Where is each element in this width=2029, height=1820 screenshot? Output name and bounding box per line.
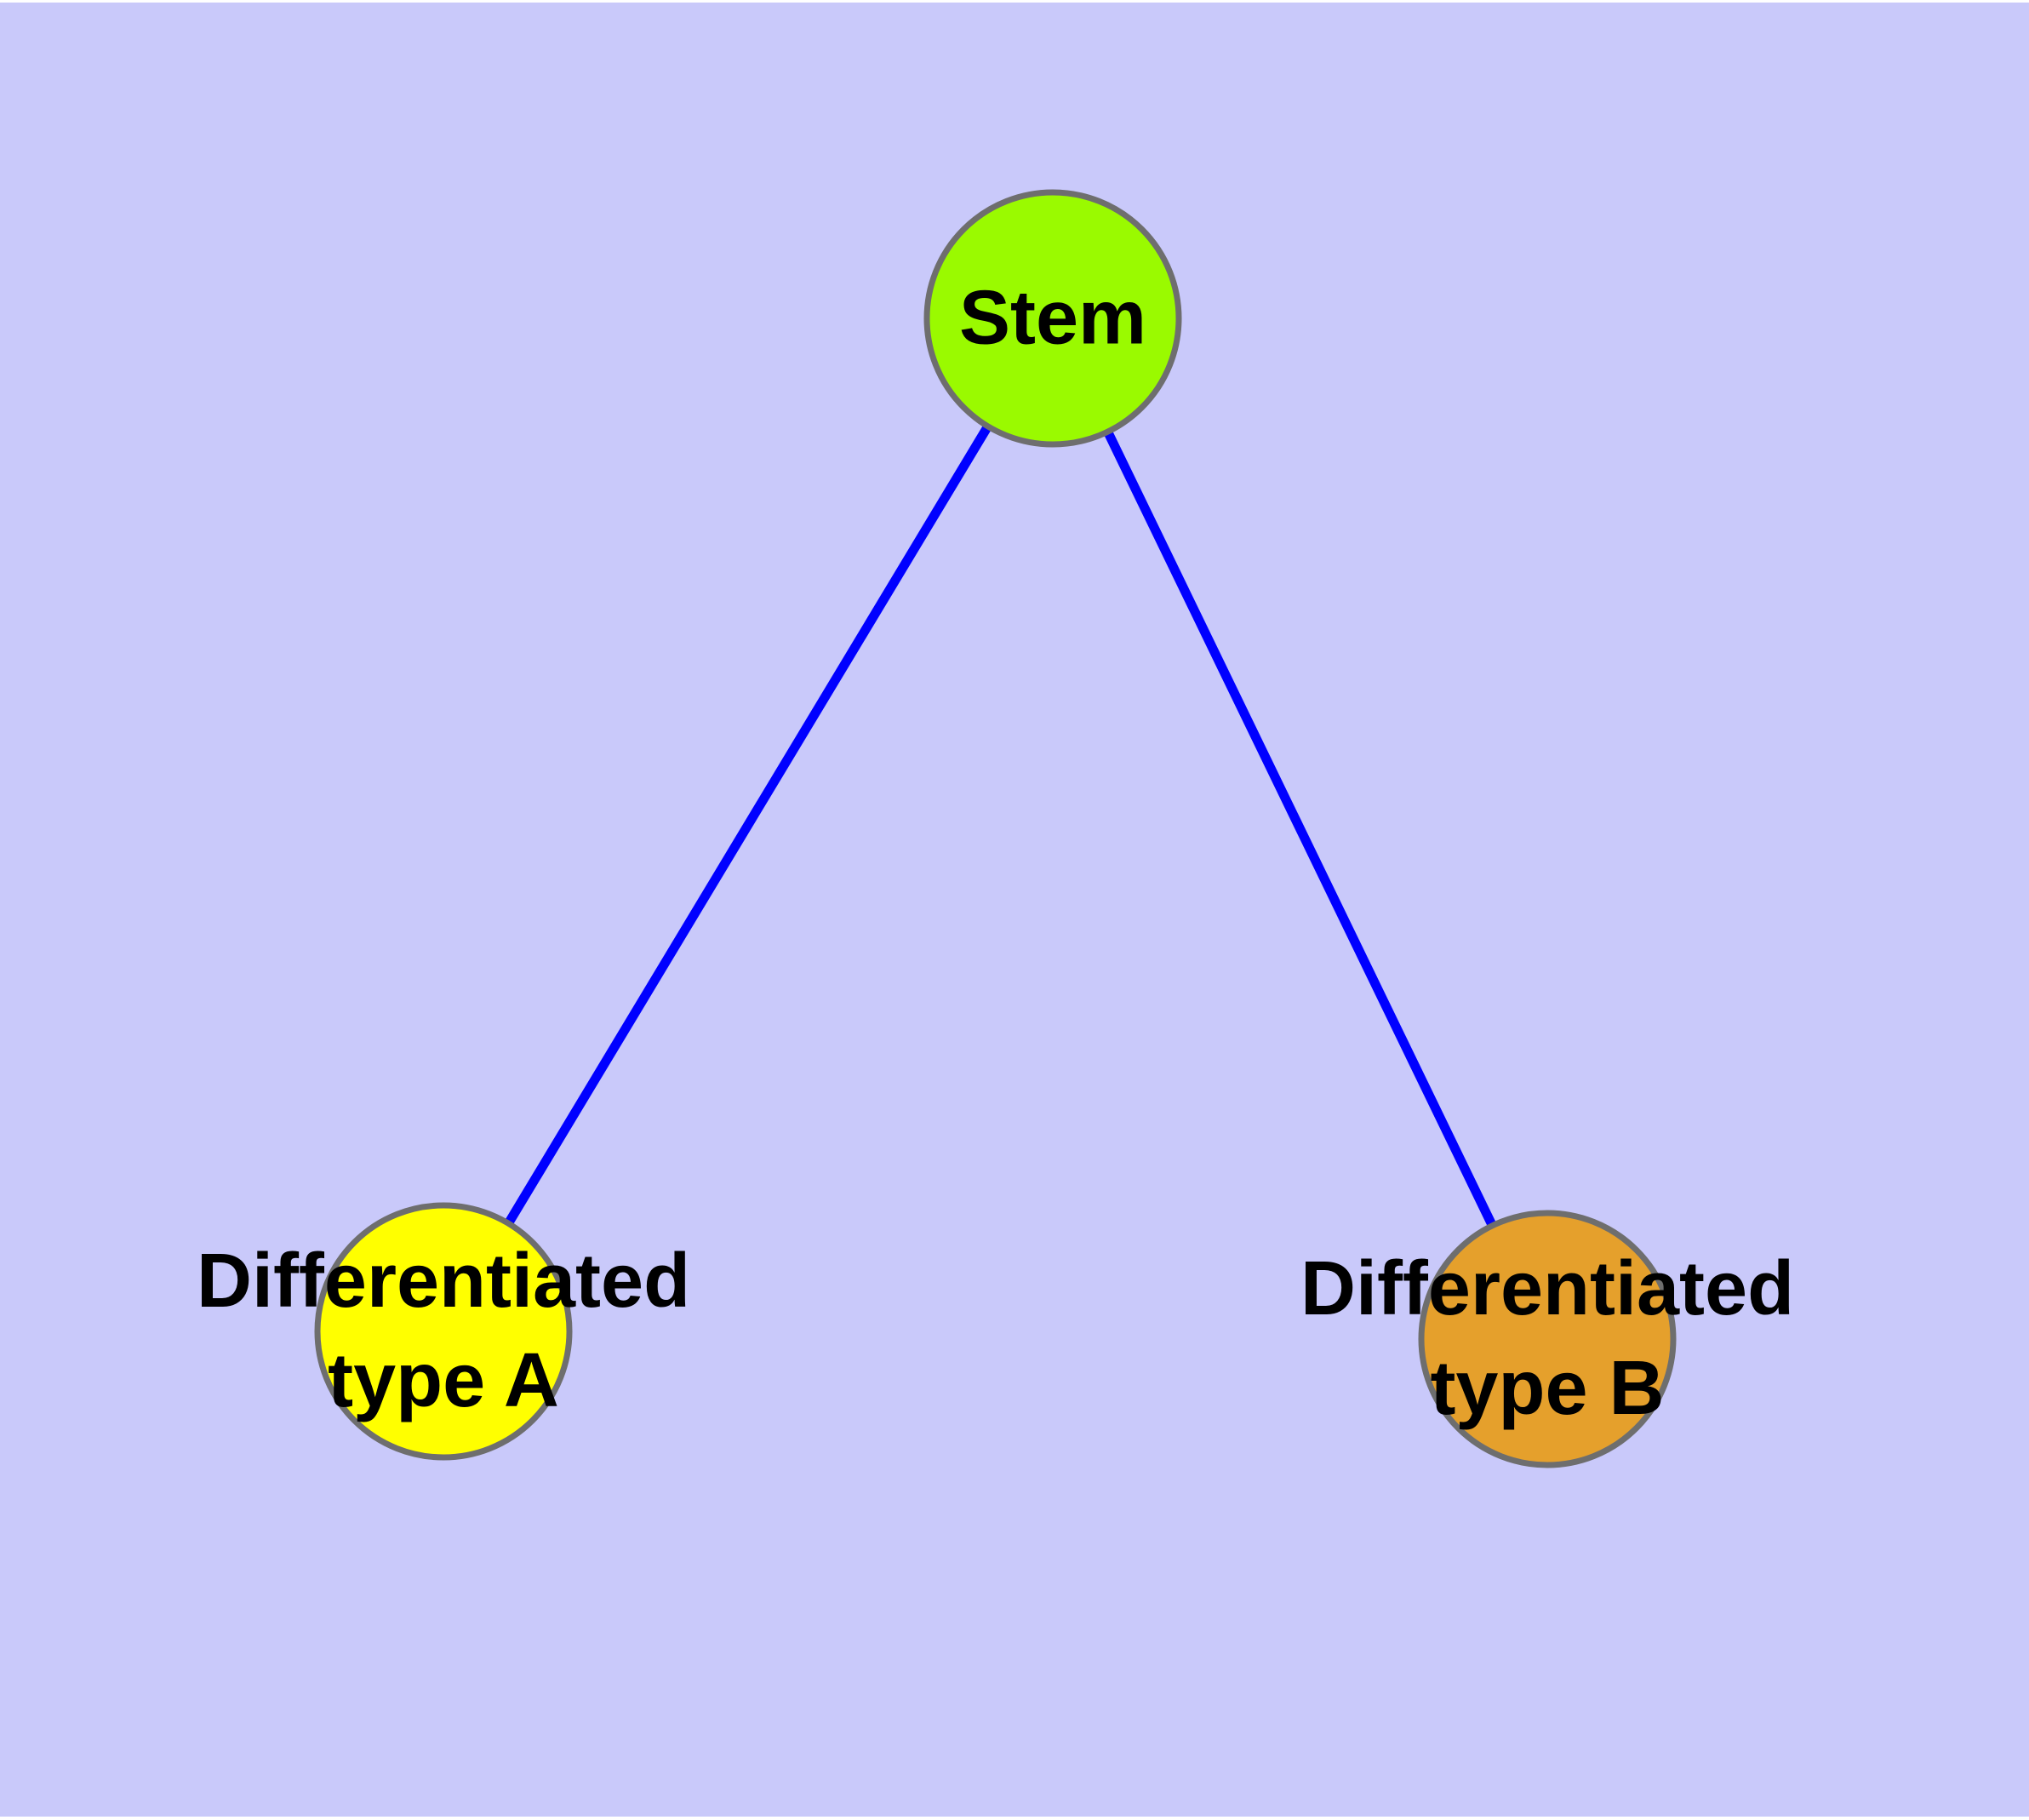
- type-b-label-line-1: Differentiated: [1300, 1246, 1795, 1331]
- differentiated-type-a-node-label: Differentiated type A: [197, 1232, 690, 1431]
- type-a-label-line-1: Differentiated: [196, 1239, 691, 1324]
- type-a-label-line-2: type A: [328, 1338, 559, 1423]
- edge-stem-to-type-a: [439, 316, 1057, 1334]
- differentiated-type-a-node-circle: [314, 1202, 573, 1461]
- differentiated-type-b-node-label: Differentiated type B: [1300, 1239, 1794, 1439]
- stem-label-line-1: Stem: [958, 275, 1147, 361]
- differentiated-type-b-node-circle: [1418, 1210, 1677, 1468]
- stem-node-circle: [923, 189, 1182, 448]
- stem-node-label: Stem: [959, 269, 1146, 369]
- type-b-label-line-2: type B: [1430, 1346, 1665, 1431]
- edge-stem-to-type-b: [1049, 316, 1552, 1342]
